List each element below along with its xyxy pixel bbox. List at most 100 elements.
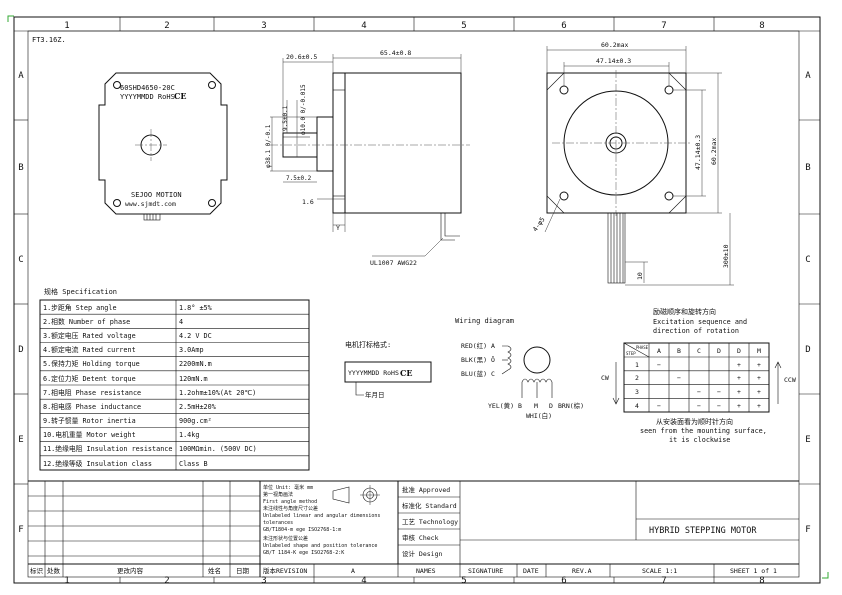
col-marker: 6	[561, 576, 566, 586]
spec-label: 4.额定电流 Rated current	[43, 345, 136, 354]
step-cell: +	[757, 374, 761, 382]
spec-label: 3.额定电压 Rated voltage	[43, 331, 136, 340]
step-cell: −	[657, 402, 661, 410]
bottom-label: SHEET 1 of 1	[730, 567, 777, 575]
column-markers-bottom: 1 2 3 4 5 6 7 8	[64, 576, 764, 586]
step-cell: +	[737, 361, 741, 369]
spec-label: 12.绝缘等级 Insulation class	[43, 459, 152, 468]
col-marker: 4	[361, 576, 366, 586]
row-marker: F	[805, 525, 810, 535]
bottom-label: REV.A	[572, 567, 592, 575]
spec-label: 1.步距角 Step angle	[43, 303, 117, 312]
wire-brn: BRN(棕)	[558, 401, 584, 410]
wiring-title: Wiring diagram	[455, 317, 514, 325]
dim-hole-pitch-v: 47.14±0.3	[694, 135, 702, 170]
sheet-border	[7, 15, 829, 584]
phase-header: M	[757, 347, 761, 355]
spec-value: 3.0Amp	[179, 346, 204, 354]
excitation-note-cn: 从安装面看为顺时针方向	[656, 417, 733, 426]
spec-label: 11.绝缘电阻 Insulation resistance	[43, 444, 173, 453]
spec-value: 1.4kg	[179, 431, 199, 439]
row-markers-right: A B C D E F	[805, 71, 811, 535]
front-model: 60SHD4650-20C	[120, 84, 175, 92]
step-cell: +	[757, 402, 761, 410]
wire-red: RED(红) A	[461, 341, 495, 350]
col-marker: 5	[461, 576, 466, 586]
drawing-number: FT3.16Z.	[32, 36, 66, 44]
spec-label: 8.相电感 Phase inductance	[43, 402, 141, 411]
dim-flat: 9.5±0.1	[282, 105, 289, 131]
phase-header: A	[657, 347, 661, 355]
step-cell: +	[757, 388, 761, 396]
dim-holes: 4-φ5	[531, 216, 547, 233]
excitation-table: 励磁顺序和旋转方向 Excitation sequence and direct…	[601, 307, 796, 444]
step-number: 4	[635, 402, 639, 410]
approval-label: 审核 Check	[402, 533, 439, 542]
corner-phase: PHASE	[636, 345, 649, 350]
spec-value: 2.5mH±20%	[179, 403, 216, 411]
spec-value: 120mN.m	[179, 375, 208, 383]
tolerance-line: GB/T 1184-K ege ISO2768-2:K	[263, 550, 344, 556]
approval-label: 设计 Design	[402, 549, 442, 558]
wire-m: M	[534, 402, 538, 410]
revision-label: 更改内容	[117, 566, 144, 575]
row-marker: B	[18, 163, 23, 173]
phase-header: C	[697, 347, 701, 355]
step-cell: −	[677, 374, 681, 382]
tolerance-line: Unlabeled shape and position tolerance	[263, 543, 377, 549]
col-marker: 2	[164, 21, 169, 31]
col-marker: 2	[164, 576, 169, 586]
wire-blk: BLK(黑) Ō	[461, 355, 495, 364]
row-marker: D	[805, 345, 810, 355]
spec-value: Class B	[179, 460, 208, 468]
title-block: 单位 Unit: 毫米 mm 第一视角画法 First angle method…	[28, 480, 799, 577]
col-marker: 4	[361, 21, 366, 31]
wire-d: D	[549, 402, 553, 410]
bottom-label: A	[351, 567, 355, 575]
side-view: 20.6±0.5 65.4±0.8 9.5±0.1 φ10.0 0/-0.015…	[265, 49, 470, 267]
spec-label: 7.相电阻 Phase resistance	[43, 388, 141, 397]
row-marker: A	[18, 71, 24, 81]
phase-header: D	[737, 347, 741, 355]
dim-shaft-dia: φ10.0 0/-0.015	[300, 84, 307, 135]
revision-label: 处数	[47, 566, 61, 575]
dim-y: Y	[336, 224, 340, 232]
row-marker: D	[18, 345, 23, 355]
dim-overall-width: 60.2max	[601, 41, 628, 49]
spec-value: 900g.cm²	[179, 417, 212, 425]
column-markers-top: 1 2 3 4 5 6 7 8	[64, 21, 764, 31]
col-marker: 1	[64, 21, 69, 31]
cw-label: CW	[601, 374, 609, 382]
bottom-label: NAMES	[416, 567, 436, 575]
row-marker: E	[18, 435, 23, 445]
front-date-line: YYYYMMDD RoHS	[120, 93, 175, 101]
front-view: 60SHD4650-20C YYYYMMDD RoHS CE SEJOO MOT…	[98, 72, 228, 221]
marking-line: YYYYMMDD RoHS	[348, 369, 399, 377]
phase-header: D	[717, 347, 721, 355]
step-cell: +	[737, 374, 741, 382]
marking-note: 年月日	[365, 390, 385, 399]
excitation-title-en2: direction of rotation	[653, 327, 739, 335]
spec-value: 100MΩmin. (500V DC)	[179, 445, 257, 453]
step-cell: +	[737, 402, 741, 410]
step-cell: −	[717, 388, 721, 396]
wire-blu: BLU(蓝) C	[461, 369, 495, 378]
spec-label: 10.电机重量 Motor weight	[43, 430, 136, 439]
wire-whi: WHI(白)	[526, 411, 552, 420]
excitation-note-en2: it is clockwise	[669, 436, 730, 444]
dim-lead-length: 300±10	[722, 244, 730, 268]
row-marker: B	[805, 163, 810, 173]
dim-shaft-length: 20.6±0.5	[286, 53, 317, 61]
spec-table: 规格 Specification 1.步距角 Step angle 1.8° ±…	[39, 287, 310, 471]
row-marker: C	[18, 255, 23, 265]
spec-value: 1.8° ±5%	[179, 304, 212, 312]
row-marker: E	[805, 435, 810, 445]
spec-value: 4	[179, 318, 183, 326]
bottom-label: DATE	[523, 567, 539, 575]
revision-label: 姓名	[208, 566, 221, 575]
col-marker: 5	[461, 21, 466, 31]
col-marker: 8	[759, 21, 764, 31]
dim-pilot-len: 7.5±0.2	[286, 175, 312, 182]
marking-title: 电机打标格式:	[345, 340, 391, 349]
front-ce-mark: CE	[174, 91, 186, 101]
